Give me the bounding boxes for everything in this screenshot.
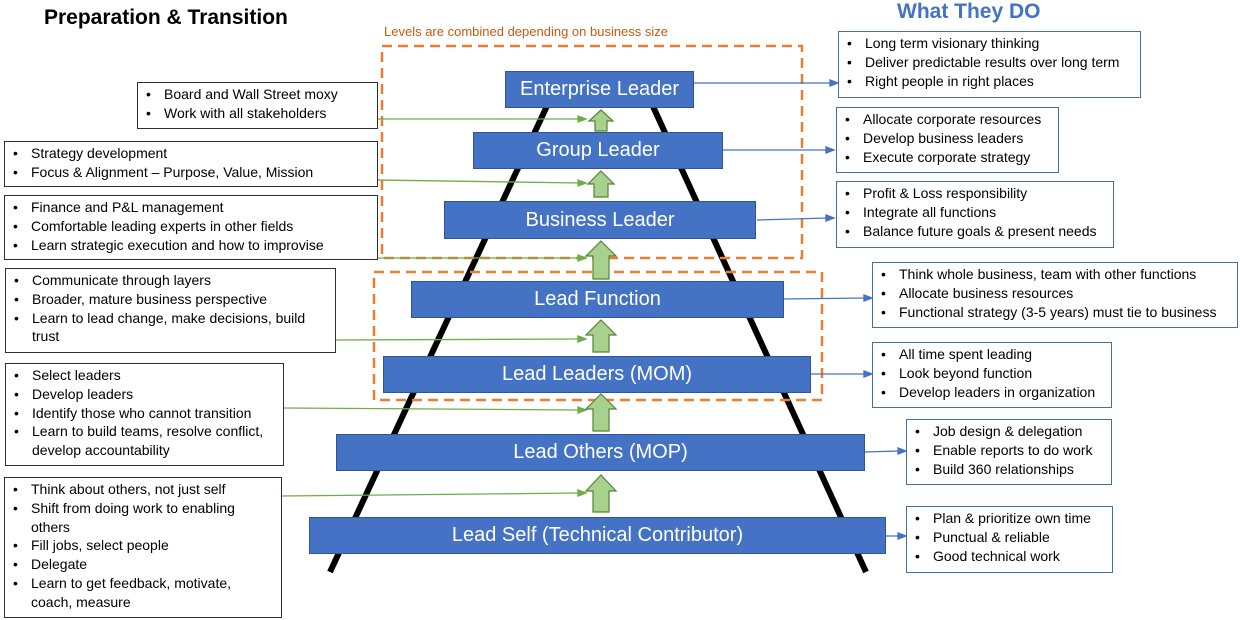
connector-do-4 bbox=[783, 297, 867, 300]
list-item: Learn to lead change, make decisions, bu… bbox=[14, 309, 329, 347]
list-item: Finance and P&L management bbox=[13, 198, 371, 217]
prep-box-group: Strategy development Focus & Alignment –… bbox=[4, 141, 378, 187]
up-arrow-5 bbox=[584, 393, 618, 432]
do-box-group: Allocate corporate resources Develop bus… bbox=[836, 107, 1059, 173]
level-lead-function: Lead Function bbox=[411, 281, 784, 318]
up-arrow-4 bbox=[584, 319, 618, 353]
list-item: Right people in right places bbox=[847, 72, 1134, 91]
list-item: All time spent leading bbox=[881, 345, 1105, 364]
list-item: Learn to build teams, resolve conflict, … bbox=[14, 422, 277, 460]
up-arrow-1 bbox=[587, 109, 615, 132]
list-item: Deliver predictable results over long te… bbox=[847, 53, 1134, 72]
connector-prep-4 bbox=[335, 338, 581, 341]
list-item: Strategy development bbox=[13, 144, 371, 163]
list-item: Work with all stakeholders bbox=[146, 104, 371, 123]
list-item: Broader, mature business perspective bbox=[14, 290, 329, 309]
level-lead-others: Lead Others (MOP) bbox=[336, 434, 865, 471]
levels-combined-note: Levels are combined depending on busines… bbox=[384, 24, 669, 39]
level-lead-self: Lead Self (Technical Contributor) bbox=[309, 517, 886, 554]
list-item: Develop leaders in organization bbox=[881, 383, 1105, 402]
do-box-leaders: All time spent leading Look beyond funct… bbox=[872, 342, 1112, 408]
level-lead-leaders: Lead Leaders (MOM) bbox=[383, 356, 811, 393]
list-item: Shift from doing work to enabling others bbox=[13, 499, 275, 537]
list-item: Fill jobs, select people bbox=[13, 536, 275, 555]
list-item: Integrate all functions bbox=[845, 203, 1107, 222]
preparation-title: Preparation & Transition bbox=[44, 6, 288, 29]
prep-box-enterprise: Board and Wall Street moxy Work with all… bbox=[137, 82, 378, 129]
list-item: Focus & Alignment – Purpose, Value, Miss… bbox=[13, 163, 371, 182]
level-group-leader: Group Leader bbox=[473, 132, 723, 169]
list-item: Develop leaders bbox=[14, 385, 277, 404]
prep-box-function: Communicate through layers Broader, matu… bbox=[5, 268, 336, 353]
list-item: Delegate bbox=[13, 555, 275, 574]
level-business-leader: Business Leader bbox=[444, 201, 756, 239]
list-item: Think about others, not just self bbox=[13, 480, 275, 499]
do-box-function: Think whole business, team with other fu… bbox=[872, 262, 1238, 328]
list-item: Profit & Loss responsibility bbox=[845, 184, 1107, 203]
list-item: Select leaders bbox=[14, 366, 277, 385]
list-item: Job design & delegation bbox=[915, 422, 1105, 441]
do-box-others: Job design & delegation Enable reports t… bbox=[906, 419, 1112, 485]
list-item: Think whole business, team with other fu… bbox=[881, 265, 1231, 284]
list-item: Good technical work bbox=[915, 547, 1106, 566]
up-arrow-6 bbox=[584, 474, 618, 513]
connector-prep-2 bbox=[377, 179, 581, 184]
list-item: Functional strategy (3-5 years) must tie… bbox=[881, 303, 1231, 322]
prep-box-others: Think about others, not just self Shift … bbox=[4, 477, 282, 618]
connector-do-3 bbox=[756, 217, 829, 221]
prep-box-leaders: Select leaders Develop leaders Identify … bbox=[5, 363, 284, 466]
list-item: Comfortable leading experts in other fie… bbox=[13, 217, 371, 236]
list-item: Look beyond function bbox=[881, 364, 1105, 383]
connector-prep-5 bbox=[283, 407, 581, 411]
list-item: Plan & prioritize own time bbox=[915, 509, 1106, 528]
level-enterprise-leader: Enterprise Leader bbox=[505, 71, 694, 108]
list-item: Learn strategic execution and how to imp… bbox=[13, 236, 371, 255]
list-item: Punctual & reliable bbox=[915, 528, 1106, 547]
list-item: Develop business leaders bbox=[845, 129, 1052, 148]
list-item: Balance future goals & present needs bbox=[845, 222, 1107, 241]
list-item: Allocate business resources bbox=[881, 284, 1231, 303]
what-they-do-title: What They DO bbox=[897, 0, 1041, 23]
do-box-self: Plan & prioritize own time Punctual & re… bbox=[906, 506, 1113, 573]
list-item: Identify those who cannot transition bbox=[14, 404, 277, 423]
do-box-enterprise: Long term visionary thinking Deliver pre… bbox=[838, 31, 1141, 98]
list-item: Learn to get feedback, motivate, coach, … bbox=[13, 574, 275, 612]
list-item: Board and Wall Street moxy bbox=[146, 85, 371, 104]
connector-prep-6 bbox=[281, 492, 581, 497]
connector-do-6 bbox=[864, 450, 901, 453]
list-item: Enable reports to do work bbox=[915, 441, 1105, 460]
prep-box-business: Finance and P&L management Comfortable l… bbox=[4, 195, 378, 260]
list-item: Build 360 relationships bbox=[915, 460, 1105, 479]
list-item: Execute corporate strategy bbox=[845, 148, 1052, 167]
dashed-group-upper bbox=[380, 44, 804, 260]
up-arrow-3 bbox=[584, 240, 618, 280]
list-item: Communicate through layers bbox=[14, 271, 329, 290]
up-arrow-2 bbox=[586, 170, 616, 198]
list-item: Long term visionary thinking bbox=[847, 34, 1134, 53]
list-item: Allocate corporate resources bbox=[845, 110, 1052, 129]
do-box-business: Profit & Loss responsibility Integrate a… bbox=[836, 181, 1114, 248]
